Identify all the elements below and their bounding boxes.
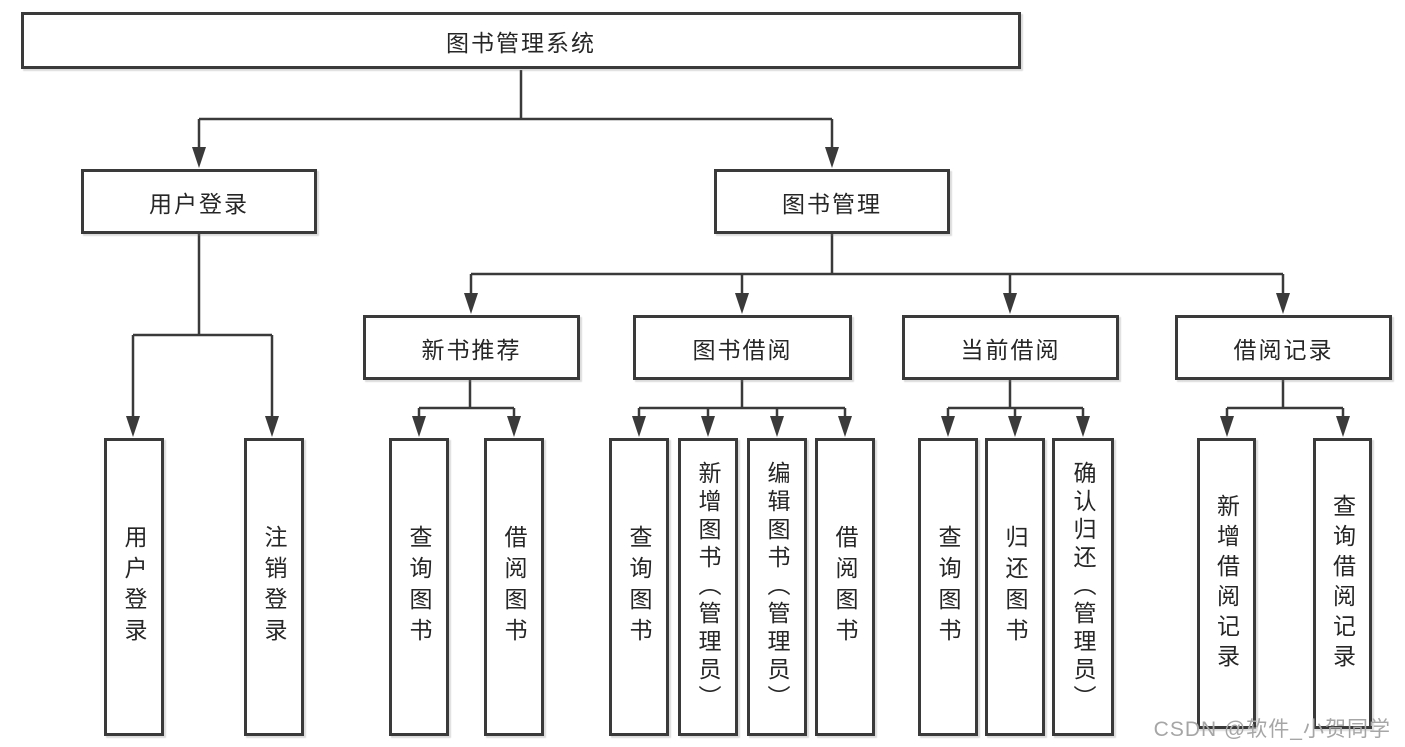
node-book-borrowing: 图书借阅 [633, 315, 852, 380]
node-leaf-add-books-admin: 新增图书（管理员） [678, 438, 738, 736]
node-leaf-logout-label: 注销登录 [261, 525, 287, 649]
node-leaf-confirm-return-admin-label: 确认归还（管理员） [1070, 461, 1096, 713]
node-user-login-module: 用户登录 [81, 169, 317, 234]
node-book-management: 图书管理 [714, 169, 950, 234]
node-current-borrowing: 当前借阅 [902, 315, 1119, 380]
node-leaf-query-borrow-record-label: 查询借阅记录 [1329, 493, 1356, 674]
node-leaf-logout: 注销登录 [244, 438, 304, 736]
node-new-book-recommend-label: 新书推荐 [421, 336, 522, 363]
node-leaf-query-borrow-record: 查询借阅记录 [1313, 438, 1372, 729]
node-book-borrowing-label: 图书借阅 [692, 336, 793, 363]
csdn-watermark: CSDN @软件_小贺同学 [1153, 718, 1391, 741]
node-leaf-recommend-query-books-label: 查询图书 [406, 525, 432, 649]
connector-lines [131, 70, 1345, 420]
node-borrowing-records: 借阅记录 [1175, 315, 1392, 380]
node-user-login-module-label: 用户登录 [149, 190, 249, 217]
node-leaf-return-books-label: 归还图书 [1002, 525, 1028, 649]
node-leaf-confirm-return-admin: 确认归还（管理员） [1052, 438, 1114, 736]
node-leaf-add-borrow-record: 新增借阅记录 [1197, 438, 1256, 729]
node-new-book-recommend: 新书推荐 [363, 315, 580, 380]
node-current-borrowing-label: 当前借阅 [960, 336, 1061, 363]
node-leaf-recommend-borrow-books-label: 借阅图书 [501, 525, 527, 649]
node-leaf-user-login-label: 用户登录 [121, 525, 147, 649]
node-leaf-borrowing-borrow-books-label: 借阅图书 [832, 525, 858, 649]
node-leaf-borrowing-query-books-label: 查询图书 [626, 525, 652, 649]
node-book-management-label: 图书管理 [782, 190, 882, 217]
node-leaf-user-login: 用户登录 [104, 438, 164, 736]
node-leaf-edit-books-admin-label: 编辑图书（管理员） [764, 461, 790, 713]
node-leaf-recommend-query-books: 查询图书 [389, 438, 449, 736]
node-library-system: 图书管理系统 [21, 12, 1021, 69]
node-library-system-label: 图书管理系统 [446, 29, 596, 56]
node-leaf-add-books-admin-label: 新增图书（管理员） [695, 461, 721, 713]
node-leaf-borrowing-query-books: 查询图书 [609, 438, 669, 736]
connector-arrowheads [126, 147, 1350, 437]
node-leaf-recommend-borrow-books: 借阅图书 [484, 438, 544, 736]
node-leaf-return-books: 归还图书 [985, 438, 1045, 736]
node-leaf-current-query-books-label: 查询图书 [935, 525, 961, 649]
node-borrowing-records-label: 借阅记录 [1233, 336, 1334, 363]
node-leaf-edit-books-admin: 编辑图书（管理员） [747, 438, 807, 736]
node-leaf-add-borrow-record-label: 新增借阅记录 [1213, 493, 1240, 674]
node-leaf-current-query-books: 查询图书 [918, 438, 978, 736]
node-leaf-borrowing-borrow-books: 借阅图书 [815, 438, 875, 736]
